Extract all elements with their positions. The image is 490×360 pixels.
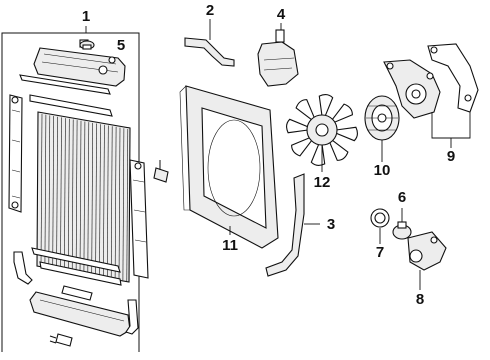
- fan-clutch: [364, 95, 400, 162]
- callout-5: 5: [116, 37, 126, 54]
- fan-blade: [310, 143, 326, 166]
- callout-2: 2: [205, 2, 215, 19]
- upper-seal-strip: [19, 74, 113, 117]
- callout-11: 11: [222, 237, 238, 254]
- callout-1: 1: [81, 8, 91, 25]
- cooling-fan: [286, 94, 358, 172]
- fan-shroud: [179, 85, 279, 249]
- lower-hose-small: [125, 299, 139, 335]
- fan-blade: [331, 103, 353, 124]
- fan-blade: [335, 126, 358, 142]
- callout-12: 12: [313, 174, 331, 191]
- callout-4: 4: [276, 6, 286, 23]
- lower-seal-strips: [13, 247, 122, 286]
- radiator-cap: [79, 40, 95, 50]
- water-pump: [383, 59, 441, 119]
- callout-8: 8: [415, 291, 425, 308]
- callout-7: 7: [375, 244, 385, 261]
- radiator-lower-tank: [29, 285, 131, 337]
- coolant-reservoir: [257, 23, 299, 87]
- drain-cock: [49, 333, 73, 347]
- fan-blade: [328, 139, 349, 161]
- callout-9-bracket: [431, 112, 471, 148]
- fan-blade: [318, 94, 334, 117]
- radiator-upper-hose: [184, 19, 235, 67]
- callout-6: 6: [397, 189, 407, 206]
- radiator-lower-hose: [265, 173, 320, 277]
- thermostat: [392, 208, 412, 240]
- water-pump-gasket: [427, 43, 479, 113]
- radiator-core: [36, 111, 131, 283]
- right-side-bracket: [129, 159, 149, 279]
- callout-10: 10: [373, 162, 391, 179]
- fan-blade: [291, 136, 313, 157]
- callout-3: 3: [326, 216, 336, 233]
- left-side-bracket: [8, 94, 23, 213]
- fan-blade: [295, 99, 316, 121]
- radiator-drain-plug: [153, 160, 169, 183]
- thermostat-gasket: [370, 208, 390, 244]
- callout-9: 9: [446, 148, 456, 165]
- water-inlet-housing: [407, 231, 447, 290]
- fan-blade: [286, 118, 309, 134]
